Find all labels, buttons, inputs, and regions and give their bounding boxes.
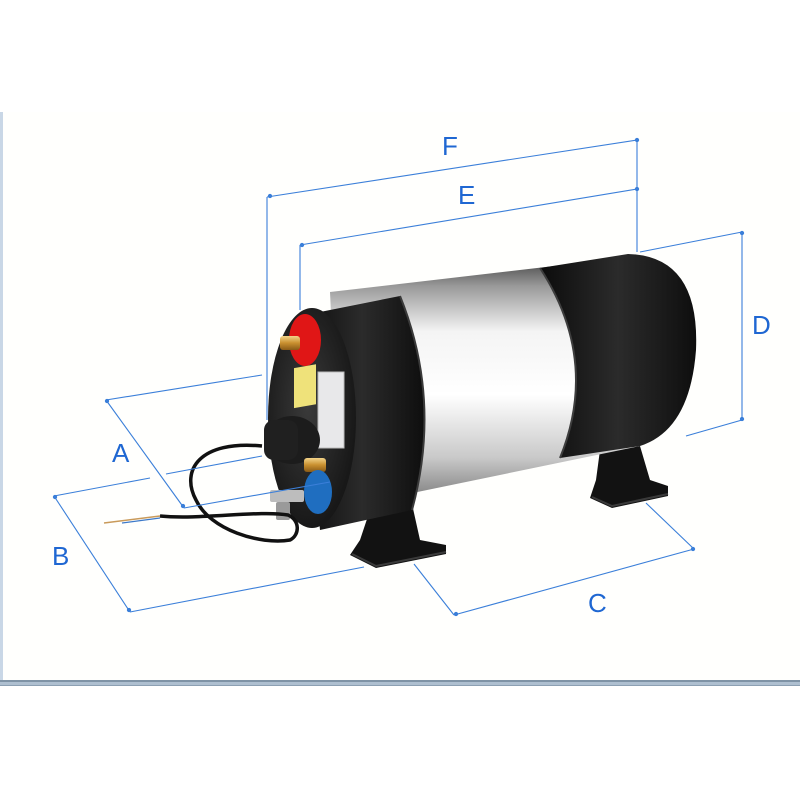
frame-left-border <box>0 112 3 682</box>
mounting-feet <box>350 446 669 568</box>
extension-line-c-right <box>645 502 695 550</box>
info-labels <box>294 364 345 449</box>
extension-line-a-mid <box>165 455 263 475</box>
end-cap <box>268 308 356 528</box>
extension-line-b-bottom <box>129 566 365 613</box>
dimension-label-f: F <box>442 131 458 161</box>
dimension-line-a <box>105 399 185 509</box>
dimension-line-f <box>266 139 638 198</box>
extension-line-c-left <box>413 563 455 616</box>
dimension-label-b: B <box>52 541 70 571</box>
extension-line-d-bottom <box>685 419 743 437</box>
dimension-line-c <box>453 548 695 616</box>
dimension-label-e: E <box>458 180 476 210</box>
dimension-label-a: A <box>112 438 130 468</box>
dimension-label-c: C <box>588 588 607 618</box>
dimension-lines <box>52 137 745 617</box>
thermostat-housing <box>264 416 320 464</box>
extension-line-a-bottom <box>183 481 331 509</box>
bottom-divider <box>0 680 800 686</box>
extension-line-b-top <box>53 477 151 497</box>
extension-line-d-top <box>639 231 743 253</box>
right-end-band <box>539 254 697 459</box>
extension-line-a-top <box>105 374 263 401</box>
left-end-band <box>268 295 426 530</box>
dimension-label-d: D <box>752 310 771 340</box>
dimension-line-b <box>53 495 131 613</box>
power-cable <box>103 443 299 543</box>
pressure-relief-valve <box>280 314 321 366</box>
dimension-line-e <box>299 188 638 246</box>
